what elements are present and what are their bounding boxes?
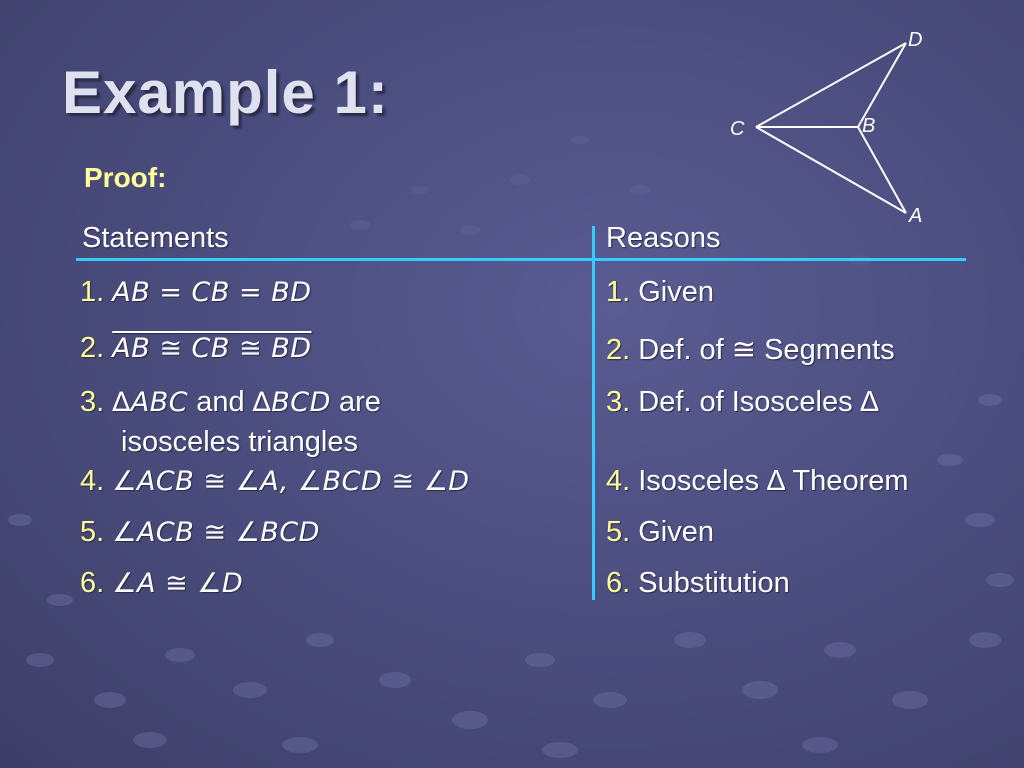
statement-number: 2.	[80, 332, 105, 364]
statement-text: AB ≅ CB ≅ BD	[112, 333, 312, 364]
statement-text: AB = CB = BD	[112, 277, 312, 308]
reason-row-6: 6. Substitution	[606, 567, 790, 600]
reason-text: Isosceles ∆ Theorem	[638, 465, 909, 497]
statement-triangle-bcd: ∆BCD	[252, 387, 331, 418]
statement-row-6: 6. ∠A ≅ ∠D	[80, 567, 243, 600]
reason-text: Substitution	[638, 567, 790, 599]
reason-number: 2.	[606, 334, 631, 366]
statement-row-3-continued: isosceles triangles	[121, 426, 358, 459]
label-b: B	[862, 115, 875, 137]
reasons-header: Reasons	[606, 222, 721, 254]
reason-row-5: 5. Given	[606, 516, 714, 549]
reason-number: 6.	[606, 567, 631, 599]
statement-row-1: 1. AB = CB = BD	[80, 276, 312, 309]
reason-number: 5.	[606, 516, 631, 548]
reason-text: Def. of ≅ Segments	[638, 334, 895, 366]
statement-number: 4.	[80, 465, 105, 497]
statement-text: ∠A ≅ ∠D	[112, 568, 244, 599]
reason-number: 3.	[606, 386, 631, 418]
statement-row-3: 3. ∆ABC and ∆BCD are	[80, 386, 381, 419]
proof-label: Proof:	[84, 162, 167, 193]
statement-number: 3.	[80, 386, 105, 418]
reason-number: 1.	[606, 276, 631, 308]
reason-row-3: 3. Def. of Isosceles ∆	[606, 386, 878, 419]
statement-number: 5.	[80, 516, 105, 548]
statement-row-4: 4. ∠ACB ≅ ∠A, ∠BCD ≅ ∠D	[80, 465, 470, 498]
statement-row-2: 2. AB ≅ CB ≅ BD	[80, 332, 312, 365]
slide-title: Example 1:	[62, 59, 389, 126]
statement-number: 6.	[80, 567, 105, 599]
label-c: C	[730, 118, 745, 140]
reason-row-1: 1. Given	[606, 276, 714, 309]
reason-text: Given	[638, 276, 715, 308]
statement-text: ∠ACB ≅ ∠A, ∠BCD ≅ ∠D	[112, 466, 470, 497]
statement-connector: and	[188, 386, 253, 418]
column-divider	[592, 226, 595, 600]
label-d: D	[908, 29, 922, 51]
reason-text: Given	[638, 516, 715, 548]
statement-triangle-abc: ∆ABC	[112, 387, 189, 418]
label-a: A	[908, 205, 922, 227]
statement-text: ∠ACB ≅ ∠BCD	[112, 517, 320, 548]
statement-text: isosceles triangles	[121, 426, 358, 458]
reason-number: 4.	[606, 465, 631, 497]
statements-header: Statements	[82, 222, 229, 254]
reason-row-2: 2. Def. of ≅ Segments	[606, 332, 895, 367]
statement-end: are	[330, 386, 381, 418]
reason-row-4: 4. Isosceles ∆ Theorem	[606, 465, 909, 498]
header-divider	[76, 258, 966, 261]
statement-number: 1.	[80, 276, 105, 308]
triangle-diagram: D C B A	[730, 29, 922, 227]
reason-text: Def. of Isosceles ∆	[638, 386, 879, 418]
statement-row-5: 5. ∠ACB ≅ ∠BCD	[80, 516, 320, 549]
